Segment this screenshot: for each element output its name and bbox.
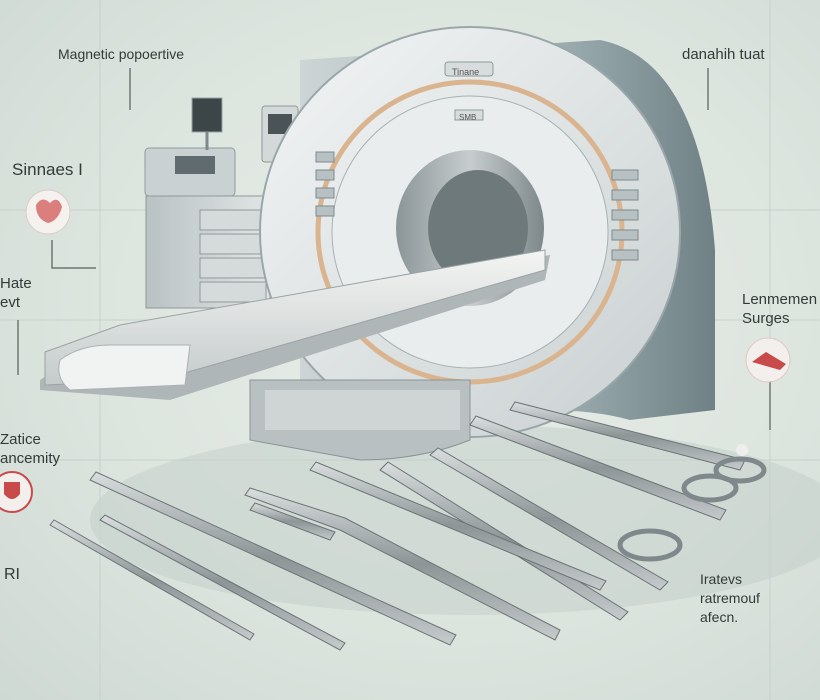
label-left-low-line1: Zatice bbox=[0, 431, 41, 448]
leader-lines bbox=[17, 68, 771, 430]
patient-table bbox=[40, 249, 550, 461]
label-left-low: Zatice ancemity bbox=[0, 430, 60, 468]
label-left-mid-line1: Hate bbox=[0, 275, 32, 292]
label-magnetic: Magnetic popoertive bbox=[58, 46, 185, 62]
label-bottom-right-line3: afecn. bbox=[700, 609, 739, 625]
label-right-mid-line1: Lenmemen bbox=[742, 291, 818, 308]
heart-shield-icon bbox=[0, 471, 33, 513]
mri-scanner bbox=[259, 26, 715, 438]
surgery-icon bbox=[745, 337, 791, 383]
label-right-mid-line2: Surges bbox=[742, 310, 790, 327]
label-bottom-right: Iratevs ratremouf afecn. bbox=[700, 570, 760, 627]
label-right-mid: Lenmemen Surges bbox=[742, 290, 817, 328]
label-left-mid: Hate evt bbox=[0, 274, 32, 312]
label-left-bottom: RI bbox=[4, 566, 20, 583]
machine-top-badge: Tinane bbox=[452, 67, 480, 77]
label-left-mid-line2: evt bbox=[0, 294, 21, 311]
label-left-top: Sinnaes I bbox=[12, 160, 83, 179]
dot-marker bbox=[736, 444, 748, 456]
label-top-right: danahih tuat bbox=[682, 46, 765, 63]
machine-badge: SMB bbox=[459, 113, 477, 122]
organ-icon bbox=[25, 189, 71, 235]
surgical-instruments bbox=[49, 401, 767, 651]
label-left-low-line2: ancemity bbox=[0, 450, 61, 467]
label-bottom-right-line2: ratremouf bbox=[700, 590, 760, 606]
label-bottom-right-line1: Iratevs bbox=[700, 571, 743, 587]
